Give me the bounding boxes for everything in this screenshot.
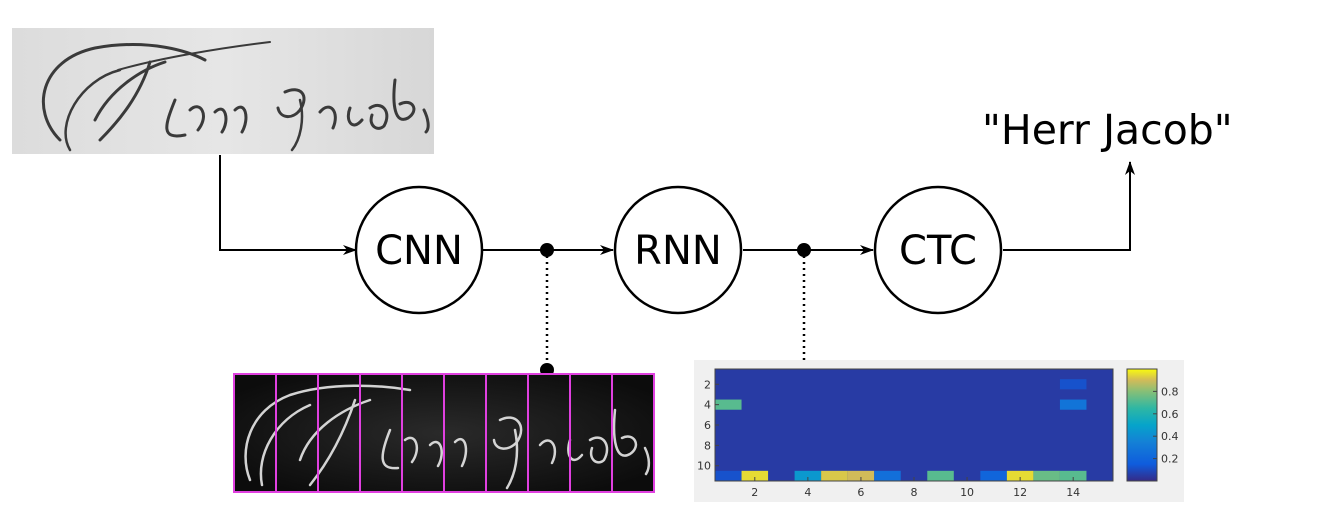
colorbar-tick-label: 0.8 bbox=[1161, 385, 1179, 398]
rnn-label: RNN bbox=[634, 228, 722, 274]
x-tick-label: 2 bbox=[751, 486, 758, 499]
cnn-tap-dot-top bbox=[540, 243, 554, 257]
colorbar bbox=[1126, 368, 1158, 482]
heatmap-background bbox=[715, 369, 1113, 481]
ctc-label: CTC bbox=[899, 228, 977, 274]
feature-strokes bbox=[244, 384, 651, 490]
heatmap-cell bbox=[741, 470, 769, 481]
heatmap-cell bbox=[715, 399, 742, 410]
ctc-node: CTC bbox=[873, 185, 1003, 315]
y-tick-label: 4 bbox=[704, 399, 711, 412]
y-tick-label: 6 bbox=[704, 419, 711, 432]
heatmap-cell bbox=[715, 470, 742, 481]
frame-borders bbox=[233, 373, 655, 493]
x-tick-label: 8 bbox=[911, 486, 918, 499]
heatmap-x-axis: 2 4 6 8 10 12 14 bbox=[751, 477, 1080, 499]
heatmap-cell bbox=[794, 470, 822, 481]
x-tick-label: 4 bbox=[804, 486, 811, 499]
heatmap-cells bbox=[715, 369, 1113, 481]
y-tick-label: 2 bbox=[704, 378, 711, 391]
x-tick-label: 12 bbox=[1013, 486, 1027, 499]
heatmap-cell bbox=[927, 470, 954, 481]
input-image bbox=[12, 28, 434, 154]
cnn-node: CNN bbox=[354, 185, 484, 315]
cnn-label: CNN bbox=[375, 228, 463, 274]
x-tick-label: 10 bbox=[960, 486, 974, 499]
heatmap-cell bbox=[874, 470, 901, 481]
heatmap-cell bbox=[1059, 399, 1087, 410]
colorbar-tick-label: 0.2 bbox=[1161, 453, 1179, 466]
ctc-to-output-arrow bbox=[1003, 161, 1135, 251]
heatmap-y-axis: 2 4 6 8 10 bbox=[697, 378, 719, 473]
x-tick-label: 6 bbox=[857, 486, 864, 499]
x-tick-label: 14 bbox=[1066, 486, 1080, 499]
rnn-node: RNN bbox=[613, 185, 743, 315]
heatmap-cell bbox=[980, 470, 1007, 481]
y-tick-label: 10 bbox=[697, 460, 711, 473]
colorbar-tick-label: 0.6 bbox=[1161, 408, 1179, 421]
heatmap-cell bbox=[1059, 470, 1087, 481]
colorbar-axis: 0.8 0.6 0.4 0.2 bbox=[1153, 385, 1179, 466]
rnn-tap-dot-top bbox=[797, 243, 811, 257]
y-tick-label: 8 bbox=[704, 439, 711, 452]
output-transcription: "Herr Jacob" bbox=[982, 106, 1233, 154]
rnn-output-heatmap: 2 4 6 8 10 12 14 2 4 6 8 10 0.8 0.6 0.4 0.2 bbox=[694, 360, 1184, 502]
heatmap-cell bbox=[1006, 470, 1034, 481]
colorbar-tick-label: 0.4 bbox=[1161, 430, 1179, 443]
heatmap-cell bbox=[821, 470, 848, 481]
heatmap-cell bbox=[847, 470, 875, 481]
feature-map-strip bbox=[233, 373, 655, 493]
handwriting-strokes bbox=[41, 41, 430, 152]
heatmap-cell bbox=[1033, 470, 1060, 481]
input-to-cnn-arrow bbox=[219, 155, 357, 255]
heatmap-cell bbox=[1059, 379, 1087, 390]
